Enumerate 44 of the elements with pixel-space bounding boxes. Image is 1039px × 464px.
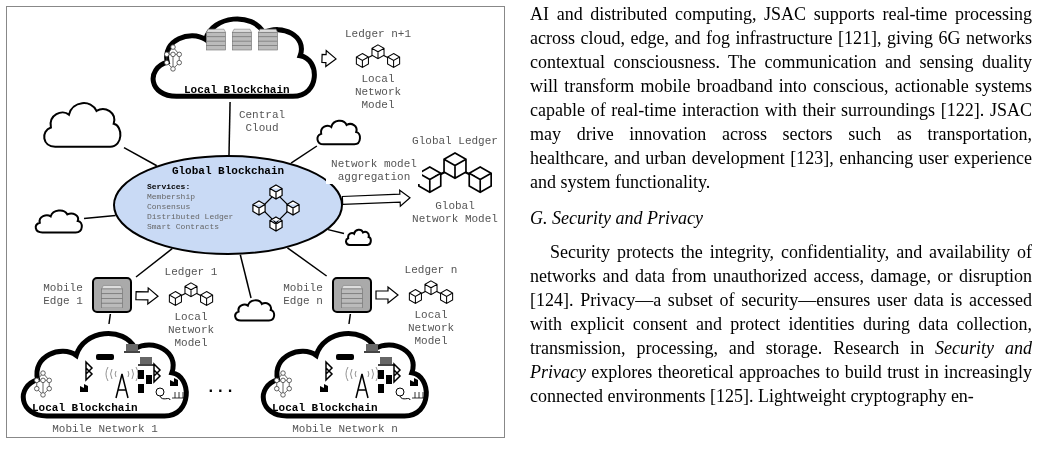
services-heading: Services: bbox=[147, 182, 192, 192]
connector-line bbox=[290, 145, 318, 164]
body-paragraph: Security protects the integrity, confidentiality, and availability of networks and data from unauthorized access, damage, or disruption [124]. Privacy—a subset of security—ensures user data is accessed with explicit consent and protect identities during data collection, transmission, processing, and storage. Research in Security and Privacy explores theoretical approaches to build trust in increasingly connected environments [125]. Lightweight cryptography en- bbox=[530, 241, 1032, 408]
connector-line bbox=[108, 313, 112, 325]
connector-line bbox=[348, 313, 352, 325]
service-item: Distributed Ledger bbox=[147, 212, 234, 222]
cloud-title: Local Blockchain bbox=[184, 84, 290, 97]
connector-line bbox=[135, 247, 173, 278]
section-heading: G. Security and Privacy bbox=[530, 207, 704, 230]
caption-label: Mobile Network n bbox=[291, 423, 399, 436]
connector-line bbox=[286, 247, 328, 277]
cloud-title: Local Blockchain bbox=[272, 402, 378, 415]
ledger-label: Ledger 1 bbox=[164, 266, 218, 279]
connector-line bbox=[228, 101, 231, 156]
edge-label: Network model aggregation bbox=[326, 158, 422, 184]
caption-label: Central Cloud bbox=[237, 109, 287, 135]
block-arrow bbox=[341, 188, 411, 208]
cloud-shape bbox=[314, 118, 362, 146]
cloud-title: Local Blockchain bbox=[32, 402, 138, 415]
block-arrow bbox=[375, 285, 399, 305]
connector-line bbox=[83, 214, 117, 220]
cloud-shape bbox=[344, 228, 372, 246]
node-label: Mobile Edge n bbox=[282, 282, 324, 308]
cloud-shape bbox=[232, 298, 276, 322]
caption-label: Mobile Network 1 bbox=[51, 423, 159, 436]
service-item: Membership bbox=[147, 192, 196, 202]
node-label: Mobile Edge 1 bbox=[42, 282, 84, 308]
block-arrow bbox=[135, 286, 159, 306]
model-label: Local Network Model bbox=[406, 309, 456, 348]
model-label: Local Network Model bbox=[353, 73, 403, 112]
ledger-label: Ledger n+1 bbox=[345, 28, 411, 41]
model-label: Global Network Model bbox=[411, 200, 499, 226]
connector-line bbox=[123, 146, 158, 167]
connector-line bbox=[239, 253, 252, 299]
service-item: Consensus bbox=[147, 202, 192, 212]
ellipsis-label: ... bbox=[206, 378, 235, 399]
model-label: Local Network Model bbox=[166, 311, 216, 350]
cloud-shape bbox=[32, 208, 84, 234]
connector-line bbox=[327, 228, 345, 235]
ledger-label: Global Ledger bbox=[412, 135, 498, 148]
body-paragraph: AI and distributed computing, JSAC supports real-time processing across cloud, edge, and fog infrastructure [121], giving 6G networks contextual consciousness. The communication and sensing duality will transform mobile broadband into conscious, actionable systems capable of real-time interaction with their surroundings [122]. JSAC may drive innovation across sectors such as transportation, healthcare, and urban development [123], enhancing user experience and system functionality. bbox=[530, 3, 1032, 194]
block-arrow bbox=[321, 49, 337, 68]
ledger-label: Ledger n bbox=[404, 264, 458, 277]
service-item: Smart Contracts bbox=[147, 222, 220, 232]
